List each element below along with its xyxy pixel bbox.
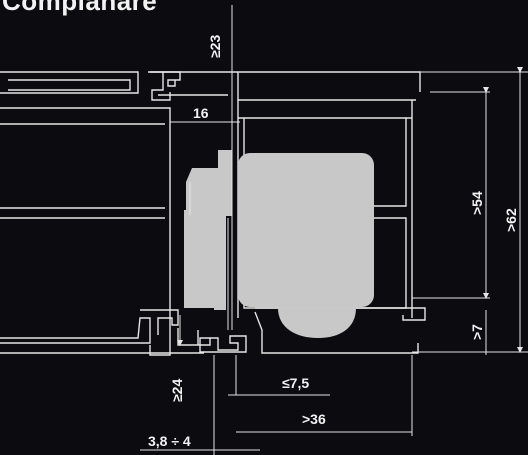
frame-top-clip [148, 71, 181, 101]
glass-and-gasket [184, 124, 374, 338]
bottom-clip-left [140, 309, 211, 346]
insulation-block [238, 153, 374, 307]
frame-head [150, 71, 421, 92]
bottom-clip-center [199, 335, 247, 353]
dim-36: >36 [302, 411, 326, 427]
dim-23: ≥23 [207, 35, 223, 58]
sash-left-outer [0, 107, 171, 356]
dim-7-5: ≤7,5 [282, 375, 309, 391]
dimension-lines [140, 5, 528, 455]
sill [0, 307, 426, 354]
page-title: Complanare [2, 0, 158, 16]
dim-3-8-4: 3,8 ÷ 4 [148, 433, 191, 449]
dim-7: >7 [469, 324, 485, 340]
glass-bead [278, 308, 356, 338]
frame-top-rail [0, 71, 139, 94]
dim-24: ≥24 [169, 379, 185, 402]
frame-bottom-left [0, 317, 151, 344]
gasket-dotted [207, 217, 225, 241]
dim-16: 16 [193, 105, 209, 121]
dim-54: >54 [469, 191, 485, 215]
dim-62: >62 [503, 208, 519, 232]
